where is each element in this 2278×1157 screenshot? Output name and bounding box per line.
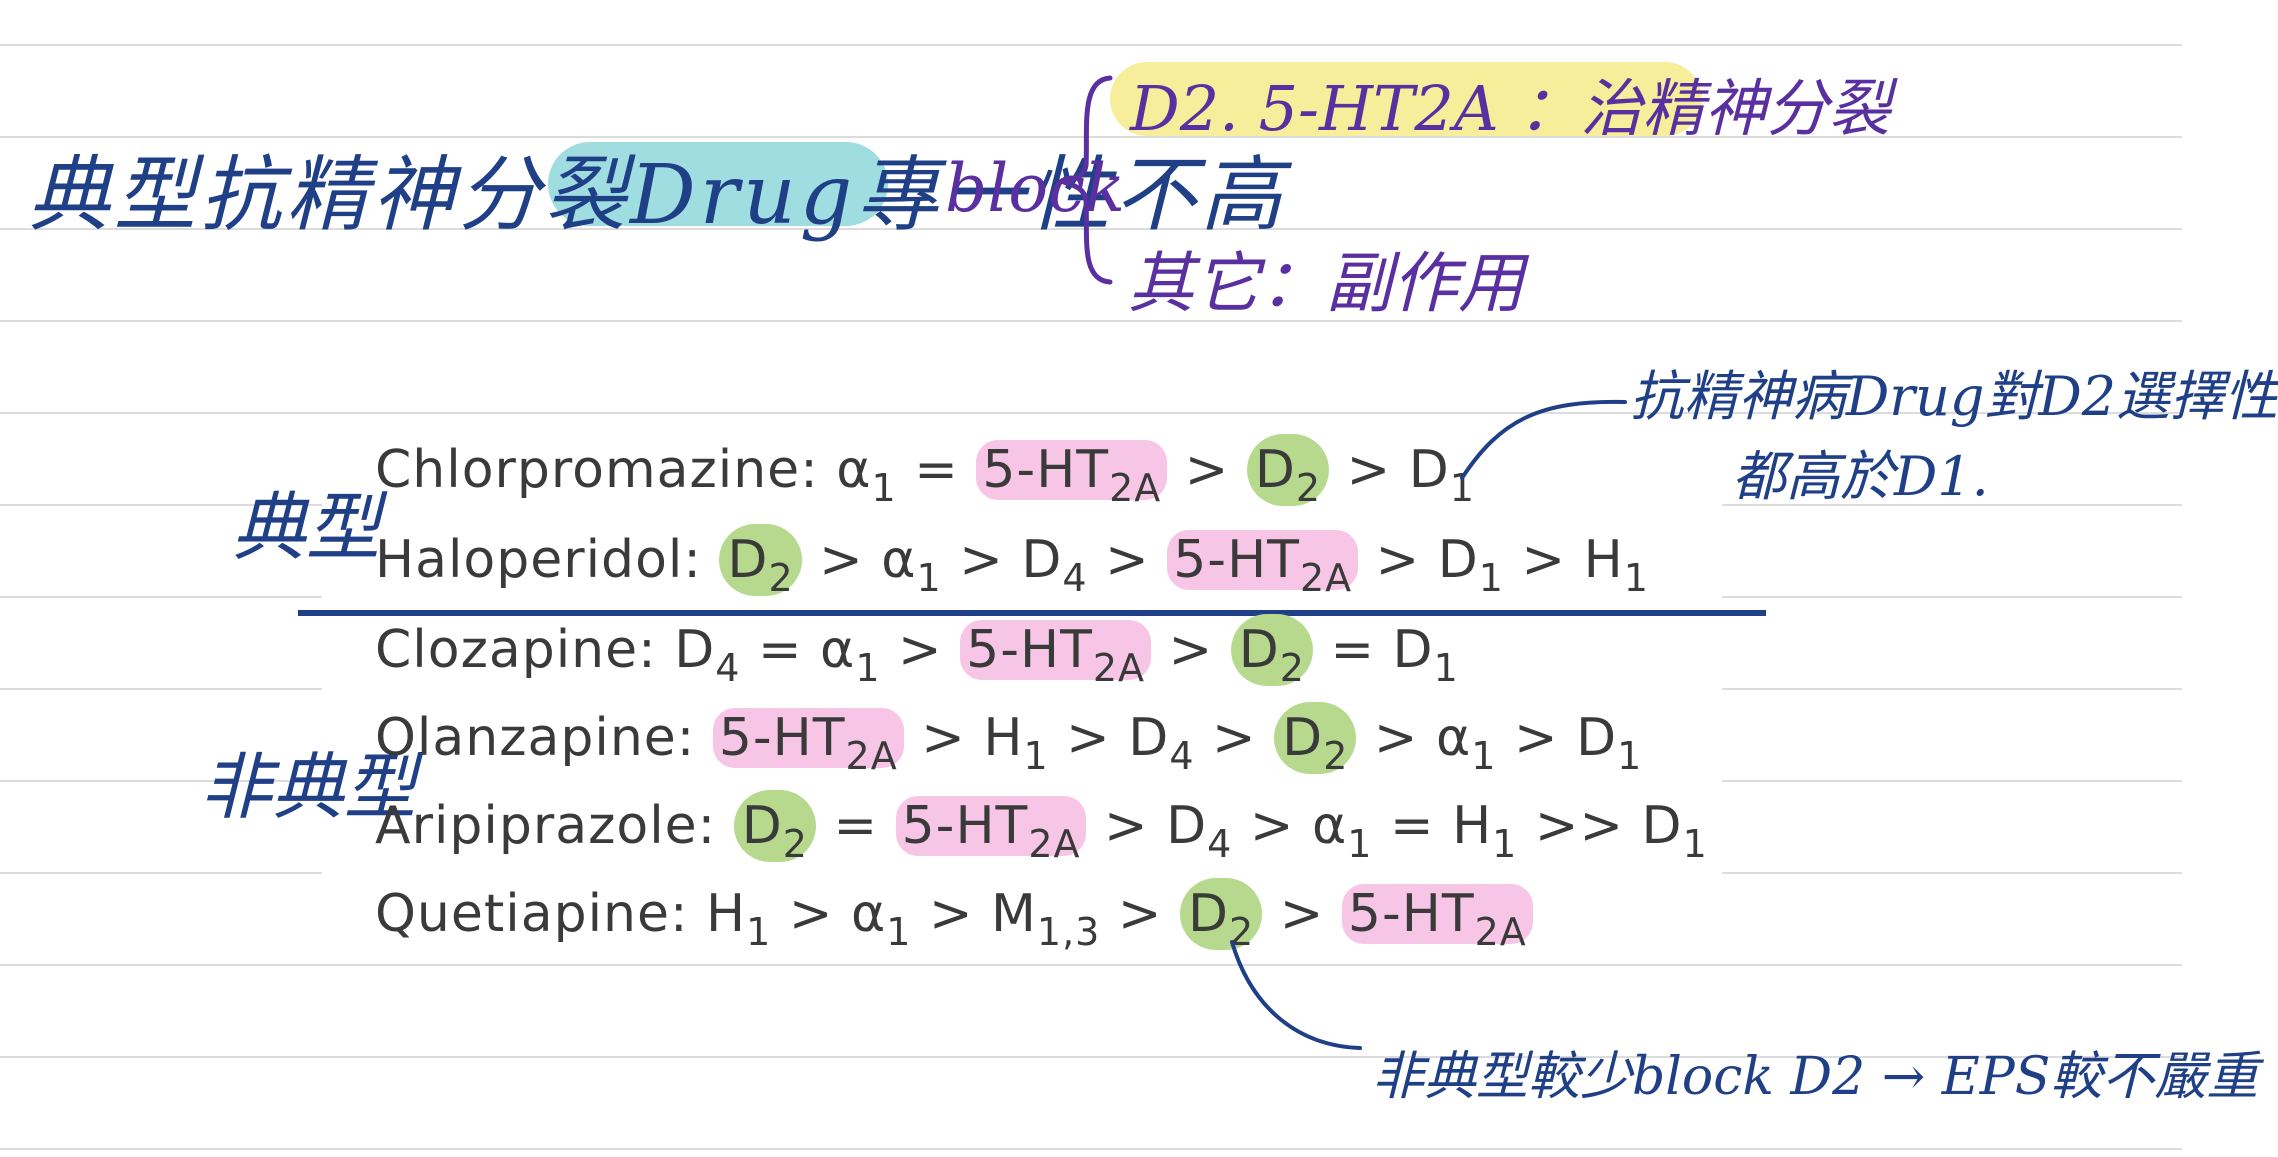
curly-brace xyxy=(1058,75,1113,285)
block-word: block xyxy=(945,150,1126,227)
drug-name: Olanzapine xyxy=(375,708,677,768)
drug-name: Chlorpromazine xyxy=(375,440,801,500)
drug-name: Aripiprazole xyxy=(375,796,698,856)
table-row: Aripiprazole: D2 = 5-HT2A > D4 > α1 = H1… xyxy=(375,790,1708,866)
label-typical: 典型 xyxy=(232,485,380,571)
branch-other-note: 其它：副作用 xyxy=(1128,245,1524,322)
yellow-highlight xyxy=(1110,62,1702,136)
drug-name: Haloperidol xyxy=(375,530,684,590)
drug-name: Quetiapine xyxy=(375,884,670,944)
note-d2-selectivity-line2: 都高於D1. xyxy=(1732,445,1989,508)
receptor-table-background xyxy=(322,420,1722,960)
drug-name: Clozapine xyxy=(375,620,639,680)
table-row: Haloperidol: D2 > α1 > D4 > 5-HT2A > D1 … xyxy=(375,524,1649,600)
note-d2-selectivity-line1: 抗精神病Drug對D2選擇性 xyxy=(1630,365,2278,428)
table-row: Clozapine: D4 = α1 > 5-HT2A > D2 = D1 xyxy=(375,614,1459,690)
note-eps: 非典型較少block D2 → EPS較不嚴重 xyxy=(1372,1047,2259,1107)
table-row: Chlorpromazine: α1 = 5-HT2A > D2 > D1 xyxy=(375,434,1475,510)
teal-highlight xyxy=(548,142,888,226)
typical-atypical-divider xyxy=(298,610,1766,616)
branch-d2-note: D2. 5-HT2A ：治精神分裂 xyxy=(1130,72,1891,145)
note-title: 典型抗精神分裂Drug專一性不高 xyxy=(28,148,1287,243)
table-row: Olanzapine: 5-HT2A > H1 > D4 > D2 > α1 >… xyxy=(375,702,1642,778)
table-row: Quetiapine: H1 > α1 > M1,3 > D2 > 5-HT2A xyxy=(375,878,1533,954)
label-atypical: 非典型 xyxy=(200,745,417,829)
